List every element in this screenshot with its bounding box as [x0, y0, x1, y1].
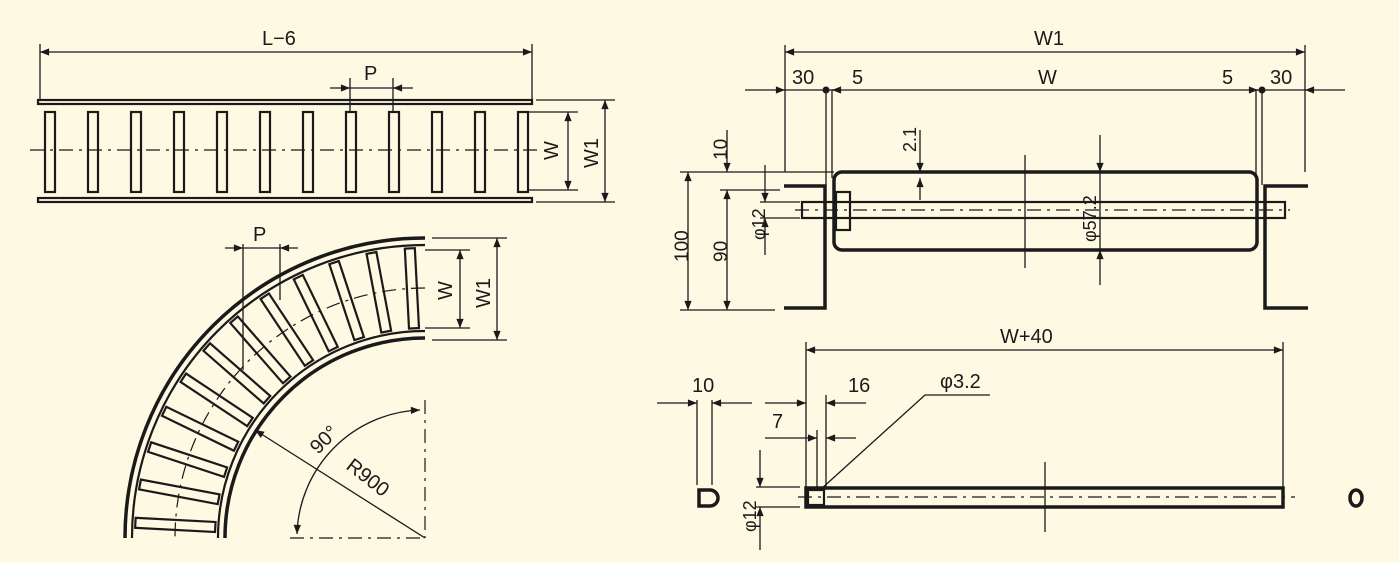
- straight-conveyor-plan: L−6 P W W1: [30, 28, 615, 204]
- roller-slat: [228, 314, 293, 385]
- roller-slat: [327, 259, 366, 342]
- roller-slat: [133, 516, 217, 534]
- shaft-detail-view: W+40 10 16 7 φ3.2 φ12: [657, 326, 1364, 550]
- height-total-label: 100: [672, 230, 693, 262]
- overall-width-label: W1: [581, 138, 603, 168]
- roller-slat: [160, 405, 240, 453]
- roller-slat: [137, 478, 221, 506]
- roller-slat: [179, 372, 255, 428]
- pitch-label: P: [253, 224, 266, 246]
- length-label: L−6: [262, 28, 296, 50]
- outer-rail: [123, 236, 426, 539]
- left-gap-label: 5: [852, 67, 863, 89]
- roller-slat: [258, 110, 272, 194]
- end-length-label: 16: [848, 375, 870, 397]
- roller-slat: [365, 250, 393, 334]
- radius-label: R900: [342, 455, 393, 502]
- roller-diameter-label: φ57.2: [1080, 195, 1100, 242]
- roller-slat: [259, 292, 315, 368]
- hole-leader: [819, 394, 990, 491]
- roller-slat: [430, 110, 444, 194]
- roller-slat: [129, 110, 143, 194]
- roller-slat: [387, 110, 401, 194]
- top-rail: [36, 98, 534, 106]
- shaft-length-label: W+40: [1000, 326, 1053, 348]
- roller-slat: [344, 110, 358, 194]
- angle-label: 90°: [306, 422, 343, 459]
- shaft-diameter-label: φ12: [740, 500, 760, 532]
- radius-line: [254, 429, 426, 539]
- bottom-rail: [36, 196, 534, 204]
- overall-width-label: W1: [473, 278, 495, 308]
- hole-position-label: 7: [772, 411, 783, 433]
- left-side-frame: [784, 184, 827, 310]
- width-label: W: [435, 281, 457, 300]
- right-offset-label: 30: [1270, 67, 1292, 89]
- roller-slat: [301, 110, 315, 194]
- overall-width-label: W1: [1034, 28, 1064, 50]
- roller-slat: [215, 110, 229, 194]
- roller-slat: [403, 246, 421, 330]
- angle-arc: [293, 406, 421, 535]
- right-side-frame: [1263, 184, 1308, 310]
- width-label: W: [541, 141, 563, 160]
- shaft-diameter-label: φ12: [749, 208, 769, 240]
- roller-slat: [86, 110, 100, 194]
- wall-thickness-label: 2.1: [900, 127, 920, 152]
- roller-slat: [172, 110, 186, 194]
- flat-width-label: 10: [692, 375, 714, 397]
- roller-slat: [292, 273, 340, 353]
- top-offset-label: 10: [711, 139, 732, 160]
- roller-slat: [43, 110, 57, 194]
- height-label: 90: [711, 241, 732, 262]
- flat-end-view: [697, 488, 720, 508]
- curved-conveyor-plan: 90° R900 P W W1: [123, 224, 507, 539]
- round-end-view: [1348, 488, 1364, 508]
- right-gap-label: 5: [1222, 67, 1233, 89]
- left-offset-label: 30: [792, 67, 814, 89]
- inner-rail: [223, 336, 426, 539]
- roller-section-view: W1 30 5 W 5 30 100 10 90 φ12: [672, 28, 1345, 311]
- roller-slat: [516, 110, 530, 194]
- roller-slat: [473, 110, 487, 194]
- roller-slat: [201, 341, 272, 406]
- roller-slat: [146, 440, 229, 479]
- width-label: W: [1038, 67, 1057, 89]
- bearing: [834, 190, 852, 232]
- pitch-label: P: [364, 63, 377, 85]
- hole-diameter-label: φ3.2: [940, 371, 981, 393]
- roller-tube: [832, 170, 1259, 252]
